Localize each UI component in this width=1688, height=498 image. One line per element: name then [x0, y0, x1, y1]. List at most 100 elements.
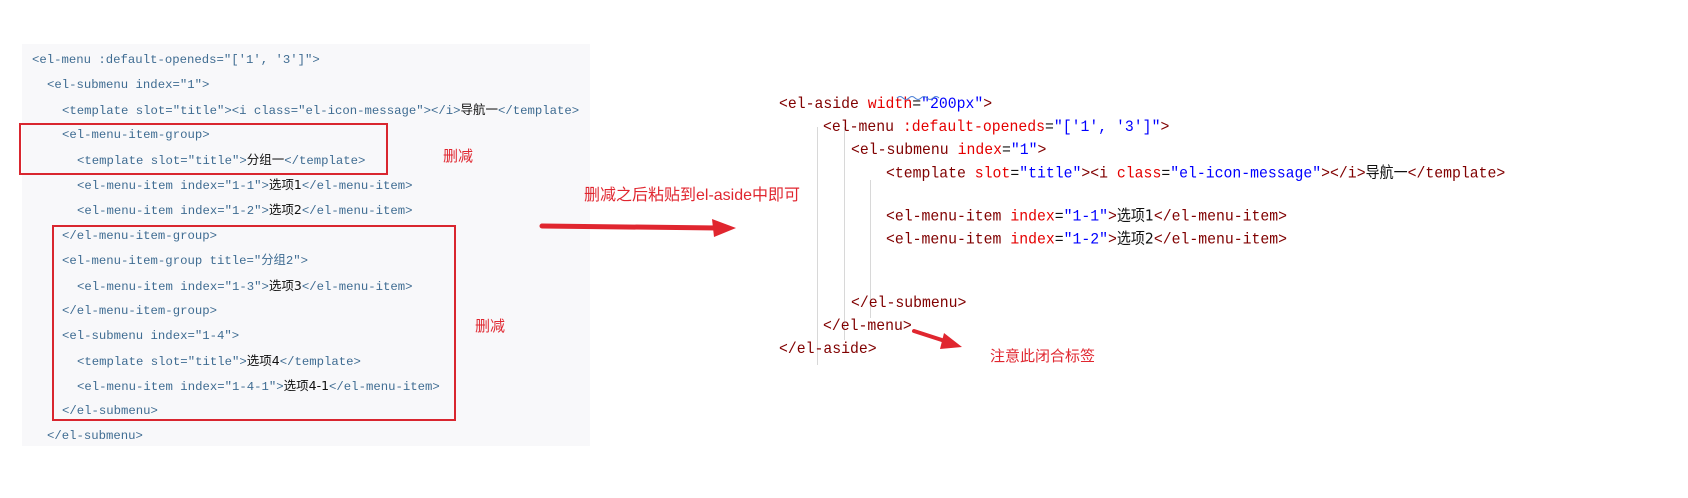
- code-line: </el-submenu>: [62, 403, 158, 419]
- code-token: <el-menu-item: [886, 208, 1011, 226]
- code-token: ><i: [1081, 165, 1117, 183]
- code-line: </el-submenu>: [851, 294, 966, 313]
- code-token: >: [1108, 231, 1117, 249]
- code-token: <el-menu :default-openeds="['1', '3']">: [32, 53, 320, 67]
- delete-label-1: 删减: [443, 148, 474, 165]
- code-line: <template slot="title">选项4</template>: [77, 353, 361, 370]
- code-token: <el-menu-item index="1-3">: [77, 280, 269, 294]
- code-token: >: [1037, 142, 1047, 160]
- code-line: <el-menu-item index="1-3">选项3</el-menu-i…: [77, 278, 413, 295]
- code-token: 选项2: [268, 202, 302, 217]
- code-token: "title": [1019, 165, 1082, 183]
- code-token: </el-menu>: [823, 318, 912, 336]
- code-token: </template>: [284, 154, 366, 168]
- code-token: </el-menu-item>: [1153, 231, 1288, 249]
- arrow-down-right-icon: [912, 329, 962, 349]
- code-token: </el-menu-item>: [301, 204, 413, 218]
- closing-tag-note: 注意此闭合标签: [990, 348, 1096, 365]
- code-line: <el-menu-item index="1-1">选项1</el-menu-i…: [886, 206, 1287, 227]
- code-line: <template slot="title"><i class="el-icon…: [886, 163, 1505, 184]
- arrow-right-icon: [539, 219, 736, 237]
- code-token: </el-menu-item>: [1153, 208, 1288, 226]
- code-line: <el-menu-item index="1-1">选项1</el-menu-i…: [77, 177, 413, 194]
- code-line: <el-menu-item index="1-2">选项2</el-menu-i…: [886, 229, 1287, 250]
- code-token: "el-icon-message": [1170, 165, 1322, 183]
- code-token: <el-menu-item-group>: [62, 128, 210, 142]
- code-token: <el-menu-item: [886, 231, 1011, 249]
- code-token: index: [957, 142, 1002, 160]
- code-line: <el-menu-item-group title="分组2">: [62, 253, 308, 269]
- code-line: <el-menu-item index="1-2">选项2</el-menu-i…: [77, 202, 413, 219]
- code-line: <el-menu :default-openeds="['1', '3']">: [823, 118, 1169, 137]
- code-token: <template slot="title">: [77, 154, 247, 168]
- code-line: </el-menu-item-group>: [62, 303, 217, 319]
- code-token: </el-aside>: [779, 341, 877, 359]
- code-token: <el-menu: [823, 119, 903, 137]
- indent-guide: [870, 180, 871, 318]
- code-line: <el-submenu index="1">: [851, 141, 1046, 160]
- code-token: <el-submenu index="1-4">: [62, 329, 240, 343]
- code-token: =: [1001, 142, 1011, 160]
- code-line: <el-submenu index="1-4">: [62, 328, 239, 344]
- code-token: "1-1": [1063, 208, 1109, 226]
- code-token: </el-menu-item-group>: [62, 229, 217, 243]
- paste-instruction-label: 删减之后粘贴到el-aside中即可: [584, 187, 801, 204]
- code-token: 选项1: [1116, 207, 1154, 225]
- code-token: 选项4: [246, 353, 280, 368]
- code-token: class: [1116, 165, 1162, 183]
- code-token: >: [983, 96, 993, 114]
- code-token: "1": [1010, 142, 1038, 160]
- delete-label-2: 删减: [475, 318, 506, 335]
- code-token: "['1', '3']": [1053, 119, 1161, 137]
- code-line: <el-menu :default-openeds="['1', '3']">: [32, 52, 320, 68]
- code-token: <el-menu-item-group title="分组2">: [62, 254, 308, 268]
- code-token: <template: [886, 165, 975, 183]
- code-token: 选项4-1: [283, 378, 330, 393]
- code-token: </el-submenu>: [62, 404, 158, 418]
- code-token: </el-menu-item-group>: [62, 304, 217, 318]
- code-line: </el-menu-item-group>: [62, 228, 217, 244]
- code-token: </el-submenu>: [47, 429, 143, 443]
- source-code-panel: [22, 44, 590, 446]
- code-token: </template>: [1407, 165, 1506, 183]
- code-line: </el-submenu>: [47, 428, 143, 444]
- code-token: >: [1108, 208, 1117, 226]
- code-line: <el-menu-item index="1-4-1">选项4-1</el-me…: [77, 378, 440, 395]
- code-token: "1-2": [1063, 231, 1109, 249]
- code-token: <template slot="title">: [77, 355, 247, 369]
- code-line: <el-aside width="200px">: [779, 95, 992, 114]
- code-token: "200px": [921, 96, 984, 114]
- code-token: </template>: [279, 355, 361, 369]
- code-token: >: [1160, 119, 1170, 137]
- code-token: </el-menu-item>: [301, 179, 413, 193]
- code-token: <template slot="title"><i class="el-icon…: [62, 104, 461, 118]
- code-token: index: [1010, 231, 1055, 249]
- code-token: <el-menu-item index="1-1">: [77, 179, 269, 193]
- code-token: </el-submenu>: [851, 295, 967, 313]
- delete-highlight-box-2: [52, 225, 456, 421]
- code-line: <template slot="title"><i class="el-icon…: [62, 102, 579, 119]
- code-token: </el-menu-item>: [301, 280, 413, 294]
- code-token: <el-menu-item index="1-2">: [77, 204, 269, 218]
- code-token: </el-menu-item>: [329, 380, 440, 394]
- code-line: <template slot="title">分组一</template>: [77, 152, 365, 169]
- code-token: <el-menu-item index="1-4-1">: [77, 380, 284, 394]
- delete-highlight-box-1: [19, 123, 388, 175]
- code-line: <el-menu-item-group>: [62, 127, 210, 143]
- code-token: width: [867, 96, 913, 114]
- code-token: =: [1045, 119, 1054, 137]
- code-token: =: [1010, 165, 1020, 183]
- code-token: 分组一: [246, 152, 285, 167]
- code-token: :default-openeds: [902, 119, 1045, 137]
- code-token: slot: [974, 165, 1011, 183]
- code-line: <el-submenu index="1">: [47, 77, 209, 93]
- code-token: 导航一: [1365, 164, 1408, 182]
- code-token: 选项1: [268, 177, 302, 192]
- code-token: =: [1054, 208, 1064, 226]
- code-token: =: [912, 96, 922, 114]
- code-token: =: [1161, 165, 1171, 183]
- code-line: </el-menu>: [823, 317, 912, 336]
- indent-guide: [817, 127, 818, 365]
- code-token: index: [1010, 208, 1055, 226]
